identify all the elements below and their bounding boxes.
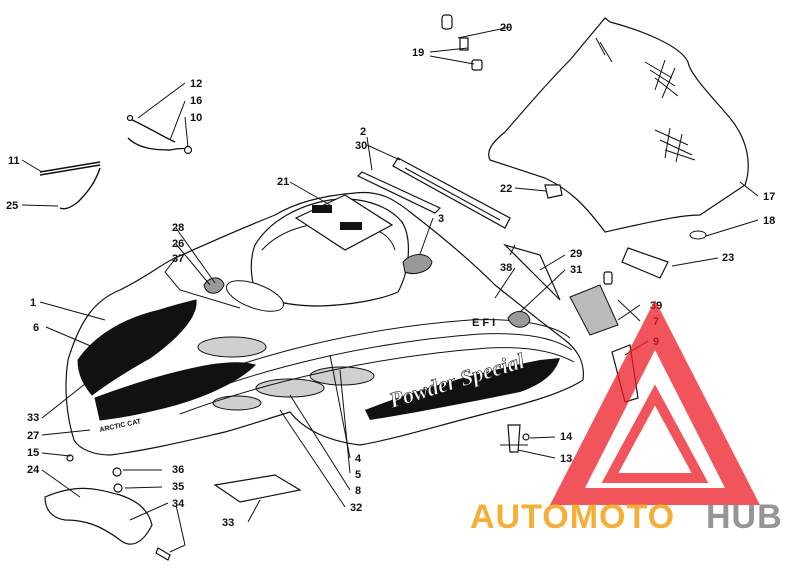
mesh-panel-7	[569, 284, 619, 336]
callout-31: 31	[570, 264, 582, 276]
decal-26	[203, 277, 225, 294]
instrument-panel-decal	[294, 194, 394, 251]
callout-23: 23	[722, 252, 734, 264]
callout-1: 1	[30, 297, 36, 309]
lower-bracket-24	[44, 454, 171, 561]
cable-assembly	[39, 114, 193, 210]
decal-sheet-33	[213, 474, 302, 503]
callout-21: 21	[277, 176, 289, 188]
callout-28: 28	[172, 222, 184, 234]
callout-38: 38	[500, 262, 512, 274]
callout-11: 11	[8, 155, 20, 167]
leader-lines	[21, 26, 759, 553]
callout-14: 14	[560, 431, 573, 443]
callout-3: 3	[438, 213, 444, 225]
watermark-triangle-logo	[550, 300, 760, 505]
plate-23	[621, 247, 669, 279]
latch-13	[500, 424, 530, 453]
decal-3	[402, 254, 433, 275]
callout-17: 17	[763, 191, 775, 203]
callout-5: 5	[355, 469, 361, 481]
callout-18: 18	[763, 215, 775, 227]
decal-29	[502, 243, 561, 301]
callout-32: 32	[350, 502, 362, 514]
windshield-screw-20	[441, 14, 483, 71]
callout-13: 13	[560, 453, 572, 465]
callout-25: 25	[6, 200, 18, 212]
clip-22	[544, 184, 563, 199]
callout-37: 37	[172, 253, 184, 265]
callout-35: 35	[172, 481, 184, 493]
windshield	[488, 17, 749, 233]
efi-decal: E F I	[472, 317, 495, 329]
decal-28-logo	[226, 280, 284, 312]
callout-33a: 33	[27, 412, 39, 424]
pin-39	[603, 271, 613, 285]
washer-18	[689, 230, 707, 240]
watermark-word-orange: AUTOMOTO	[470, 498, 675, 536]
callout-12: 12	[190, 78, 202, 90]
callout-29: 29	[570, 248, 582, 260]
callout-36: 36	[172, 464, 184, 476]
callout-22: 22	[500, 183, 512, 195]
hood-top-decals	[356, 157, 511, 229]
automotohub-watermark	[550, 300, 760, 505]
callout-4: 4	[355, 453, 362, 465]
callout-20: 20	[500, 22, 512, 34]
callout-2: 2	[360, 126, 366, 138]
callout-26: 26	[172, 238, 184, 250]
callout-34: 34	[172, 498, 185, 510]
decal-31	[507, 311, 531, 328]
callout-10: 10	[190, 112, 202, 124]
callout-33b: 33	[222, 517, 234, 529]
callout-24: 24	[27, 464, 40, 476]
watermark-word-gray: HUB	[706, 498, 783, 536]
callout-numbers: 1 2 3 4 5 6 7 8 9 10 11 12 13 14 15 16 1…	[6, 22, 775, 529]
callout-15: 15	[27, 447, 39, 459]
callout-30: 30	[355, 140, 367, 152]
callout-27: 27	[27, 430, 39, 442]
callout-8: 8	[355, 485, 361, 497]
callout-19: 19	[412, 47, 424, 59]
callout-16: 16	[190, 95, 202, 107]
callout-6: 6	[33, 322, 39, 334]
